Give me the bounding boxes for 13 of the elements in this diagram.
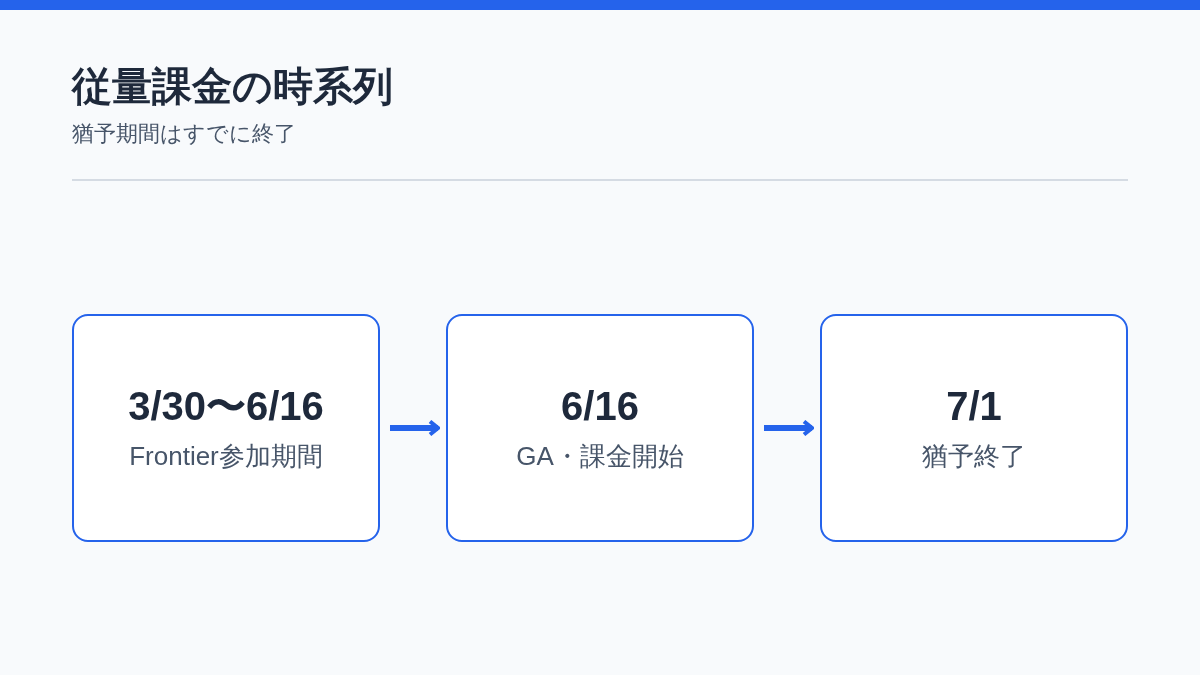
arrow (764, 419, 814, 437)
title: 従量課金の時系列 (72, 63, 393, 110)
timeline-box (820, 314, 1128, 542)
date-text: 3/30〜6/16 (128, 383, 324, 431)
timeline-box (72, 314, 380, 542)
event-label: Frontier参加期間 (129, 440, 323, 474)
timeline-box (446, 314, 754, 542)
date-text: 6/16 (561, 383, 639, 431)
subtitle: 猶予期間はすでに終了 (72, 120, 296, 148)
arrow (390, 419, 440, 437)
date-text: 7/1 (946, 383, 1002, 431)
event-label: 猶予終了 (922, 440, 1026, 474)
event-label: GA・課金開始 (516, 440, 684, 474)
